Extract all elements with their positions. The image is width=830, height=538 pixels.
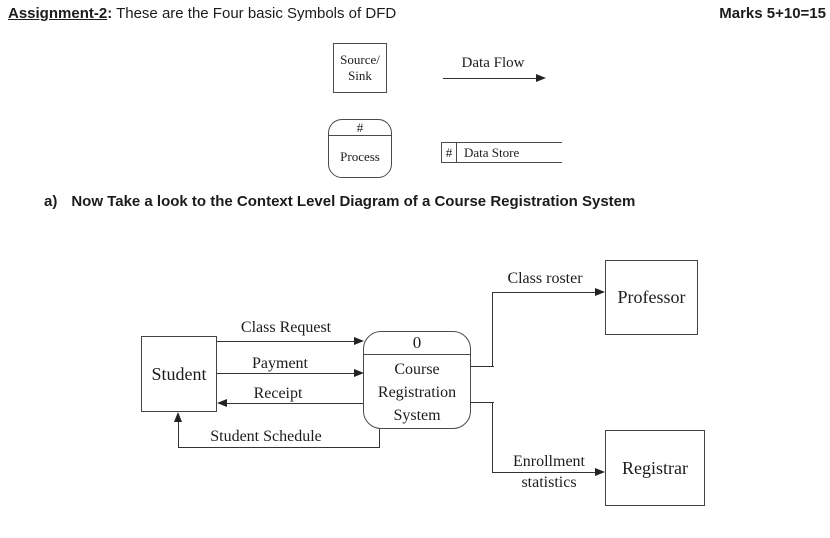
class-roster-arrowhead-icon — [595, 288, 605, 296]
registrar-entity-label: Registrar — [622, 457, 688, 478]
class-request-arrowhead-icon — [354, 337, 364, 345]
professor-entity-label: Professor — [617, 287, 686, 307]
source-sink-symbol: Source/ Sink — [333, 43, 387, 93]
data-store-symbol: # Data Store — [441, 142, 562, 163]
receipt-label: Receipt — [253, 385, 303, 402]
student-schedule-label: Student Schedule — [210, 428, 322, 445]
receipt-arrowhead-icon — [217, 399, 227, 407]
enrollment-label-line2: statistics — [521, 474, 577, 491]
data-store-label: Data Store — [464, 144, 520, 160]
process-number: 0 — [364, 332, 470, 355]
data-flow-label: Data Flow — [461, 55, 525, 71]
course-registration-process-box: 0 Course Registration System — [363, 331, 471, 429]
enrollment-arrowhead-icon — [595, 468, 605, 476]
enrollment-flow-line-h2 — [492, 472, 597, 473]
title-text: These are the Four basic Symbols of DFD — [112, 5, 397, 22]
student-schedule-flow-line-v-right — [379, 429, 380, 448]
payment-flow-line — [217, 373, 356, 374]
process-name-line3: System — [393, 407, 441, 424]
source-sink-label-line2: Sink — [348, 68, 372, 83]
enrollment-flow-line-h1 — [471, 402, 494, 403]
process-name: Course Registration System — [364, 355, 470, 427]
enrollment-flow-line-v — [492, 402, 493, 473]
class-roster-label: Class roster — [507, 270, 583, 287]
assignment-label: Assignment-2 — [8, 5, 108, 22]
page-title: Assignment-2: These are the Four basic S… — [8, 5, 396, 22]
receipt-flow-line — [226, 403, 363, 404]
professor-entity-box: Professor — [605, 260, 698, 335]
student-schedule-flow-line-v-left — [178, 414, 179, 448]
student-entity-box: Student — [141, 336, 217, 412]
class-request-label: Class Request — [240, 319, 332, 336]
process-symbol: # Process — [328, 119, 392, 178]
student-schedule-flow-line-h — [178, 447, 380, 448]
class-roster-flow-line-h2 — [492, 292, 597, 293]
marks-label: Marks 5+10=15 — [719, 5, 826, 22]
source-sink-label-line1: Source/ — [340, 52, 380, 67]
process-name-line1: Course — [394, 361, 440, 378]
data-store-hash: # — [442, 143, 457, 162]
section-a-heading: a) Now Take a look to the Context Level … — [44, 193, 635, 210]
enrollment-label-line1: Enrollment — [513, 453, 585, 470]
class-request-flow-line — [217, 341, 356, 342]
data-flow-arrowhead-icon — [536, 74, 546, 82]
process-symbol-hash: # — [329, 120, 391, 136]
section-a-text: Now Take a look to the Context Level Dia… — [71, 193, 636, 210]
process-name-line2: Registration — [377, 384, 457, 401]
payment-arrowhead-icon — [354, 369, 364, 377]
section-a-marker: a) — [44, 193, 58, 210]
enrollment-statistics-label: Enrollment statistics — [500, 451, 598, 493]
data-flow-arrow-line — [443, 78, 537, 79]
registrar-entity-box: Registrar — [605, 430, 705, 506]
title-separator: : — [107, 5, 113, 22]
payment-label: Payment — [252, 355, 308, 372]
class-roster-flow-line-v — [492, 292, 493, 367]
class-roster-flow-line-h1 — [471, 366, 494, 367]
student-entity-label: Student — [151, 363, 207, 384]
process-symbol-label: Process — [340, 148, 380, 164]
student-schedule-arrowhead-icon — [174, 412, 182, 422]
